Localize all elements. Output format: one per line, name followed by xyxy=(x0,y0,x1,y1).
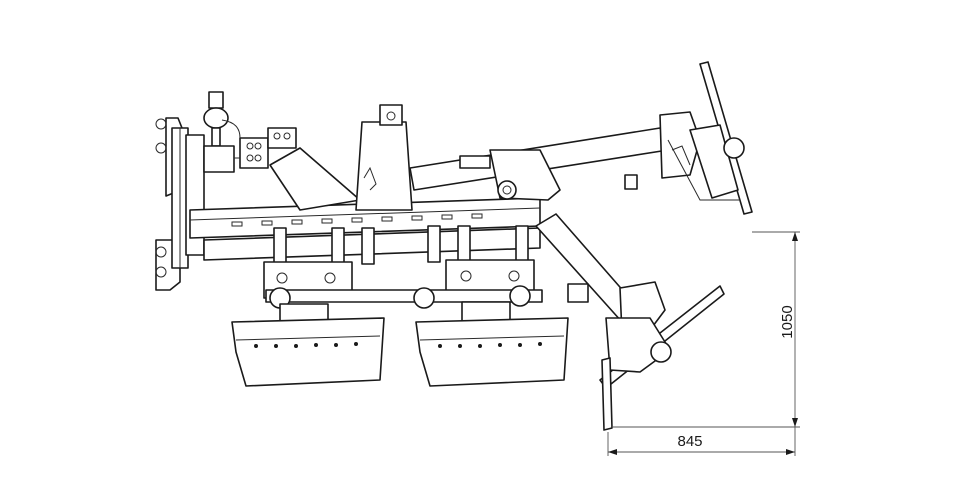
upper-arm xyxy=(409,127,669,201)
width-dimension: 845 xyxy=(607,427,796,456)
left-ground-blade xyxy=(231,317,385,387)
height-dimension: 1050 xyxy=(612,231,800,428)
hydraulic-valve-block xyxy=(203,91,297,173)
lower-blade xyxy=(599,281,725,431)
hitch-plate xyxy=(155,117,205,291)
frame-slots xyxy=(231,213,483,227)
width-dimension-label: 845 xyxy=(677,433,702,450)
height-dimension-label: 1050 xyxy=(779,305,796,338)
middle-ground-blade xyxy=(415,317,569,387)
upper-blade xyxy=(659,61,753,215)
